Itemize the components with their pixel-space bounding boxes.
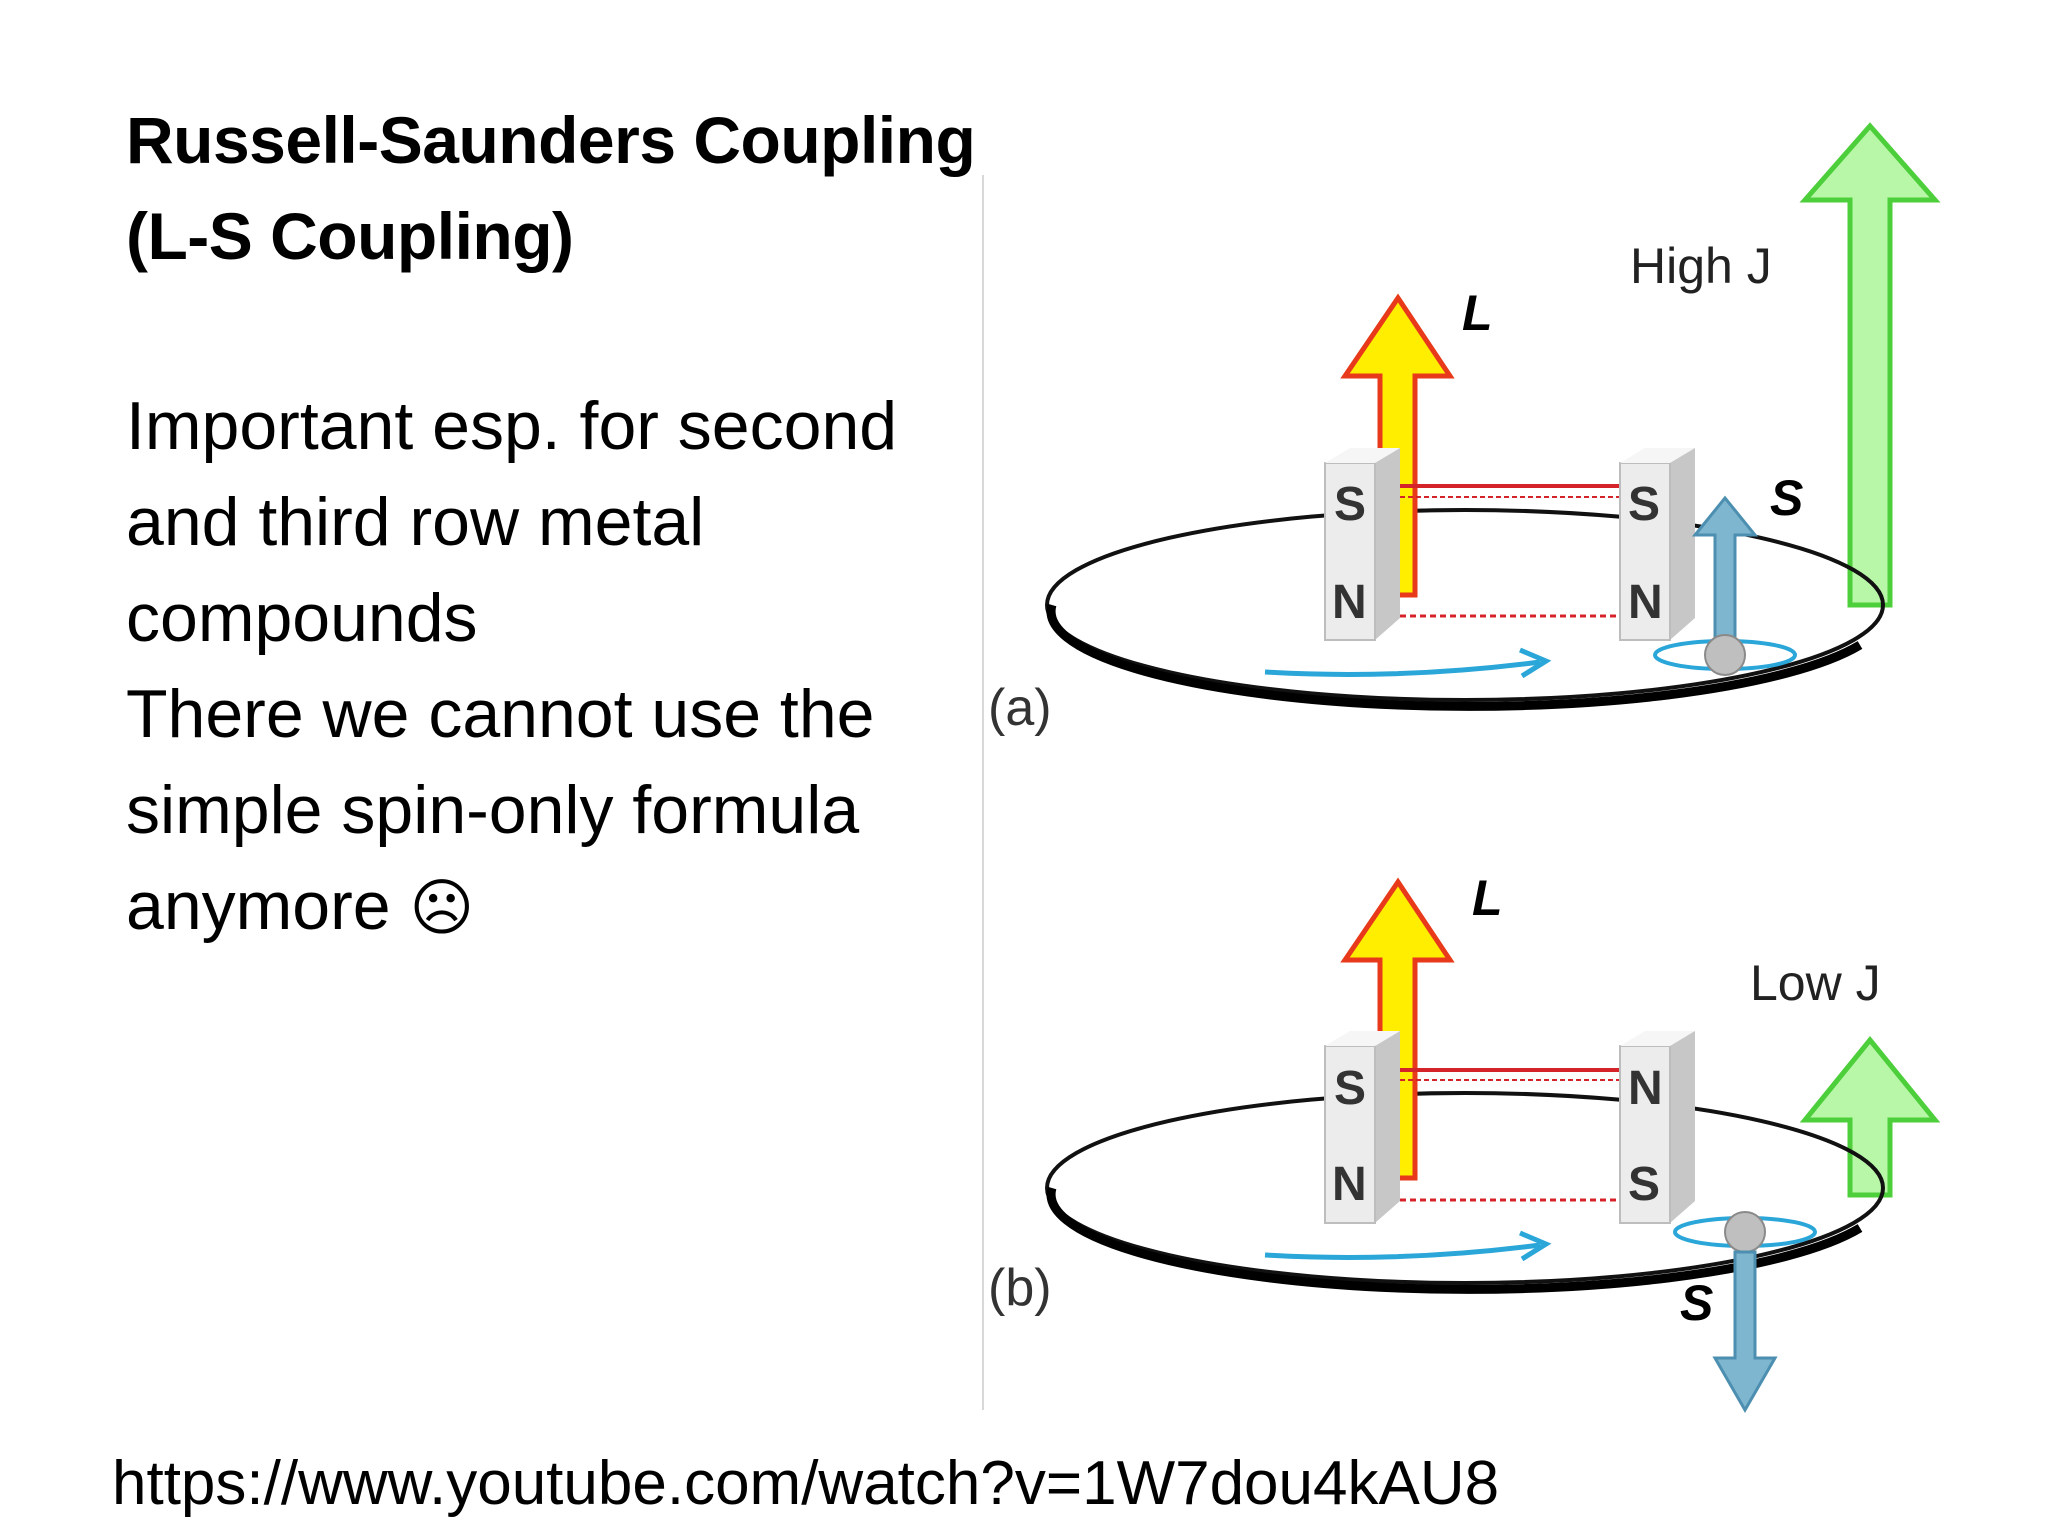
body-line: anymore	[126, 868, 391, 944]
panel-b-label: (b)	[988, 1259, 1052, 1317]
magnet-pole-label: S	[1628, 478, 1660, 531]
slide-title-line-2: (L-S Coupling)	[126, 199, 574, 273]
magnet-pole-label: N	[1628, 1062, 1663, 1115]
panel-b-s-label: S	[1680, 1275, 1713, 1331]
j-arrow-high	[1799, 122, 1941, 608]
body-line: compounds	[126, 580, 478, 656]
magnet-pole-label: S	[1334, 478, 1366, 531]
panel-b-j-label: Low J	[1750, 955, 1881, 1011]
electron-b	[1724, 1211, 1766, 1253]
slide-title-line-1: Russell-Saunders Coupling	[126, 103, 976, 177]
ls-coupling-diagram: High J L S N	[982, 122, 1941, 1414]
orbit-front-a	[1046, 603, 1863, 711]
orbit-front-b	[1046, 1186, 1863, 1294]
orbit-arrowhead-a	[1519, 647, 1552, 679]
body-line-last: anymore ☹	[126, 858, 897, 956]
magnet-pole-label: S	[1628, 1158, 1660, 1211]
panel-a-label: (a)	[988, 679, 1052, 737]
orbit-direction-arrow-b	[1264, 1242, 1541, 1260]
slide-title: Russell-Saunders Coupling (L-S Coupling)	[126, 92, 976, 284]
panel-b: Low J L S N N	[988, 870, 1941, 1414]
body-line: Important esp. for second	[126, 388, 898, 464]
panel-a: High J L S N	[988, 122, 1941, 737]
electron-a	[1704, 634, 1746, 676]
body-line: and third row metal	[126, 484, 705, 560]
panel-a-s-label: S	[1770, 470, 1803, 526]
s-arrow-up-a	[1691, 495, 1759, 642]
magnet-pole-label: N	[1628, 576, 1663, 629]
s-arrow-down-b	[1712, 1250, 1778, 1414]
orbit-direction-arrow-a	[1264, 659, 1541, 677]
magnet-right-a: S N	[1619, 448, 1695, 641]
frown-emoticon-icon: ☹	[409, 871, 475, 944]
orbit-arrowhead-b	[1519, 1230, 1552, 1262]
slide-body: Important esp. for second and third row …	[126, 378, 897, 956]
ls-coupling-figure: High J L S N	[980, 120, 1950, 1420]
orbit-ellipse-a	[1045, 508, 1885, 702]
body-line: simple spin-only formula	[126, 772, 860, 848]
panel-a-j-label: High J	[1630, 238, 1772, 294]
magnet-left-a: S N	[1324, 448, 1400, 641]
magnet-pole-label: N	[1332, 1158, 1367, 1211]
orbit-ellipse-b	[1045, 1091, 1885, 1285]
magnet-left-b: S N	[1324, 1031, 1400, 1224]
magnet-right-b: N S	[1619, 1031, 1695, 1224]
panel-b-l-label: L	[1472, 870, 1503, 926]
j-arrow-low	[1799, 1036, 1941, 1198]
source-url: https://www.youtube.com/watch?v=1W7dou4k…	[112, 1449, 1500, 1518]
panel-a-l-label: L	[1462, 285, 1493, 341]
magnet-pole-label: N	[1332, 576, 1367, 629]
body-line: There we cannot use the	[126, 676, 875, 752]
magnet-pole-label: S	[1334, 1062, 1366, 1115]
